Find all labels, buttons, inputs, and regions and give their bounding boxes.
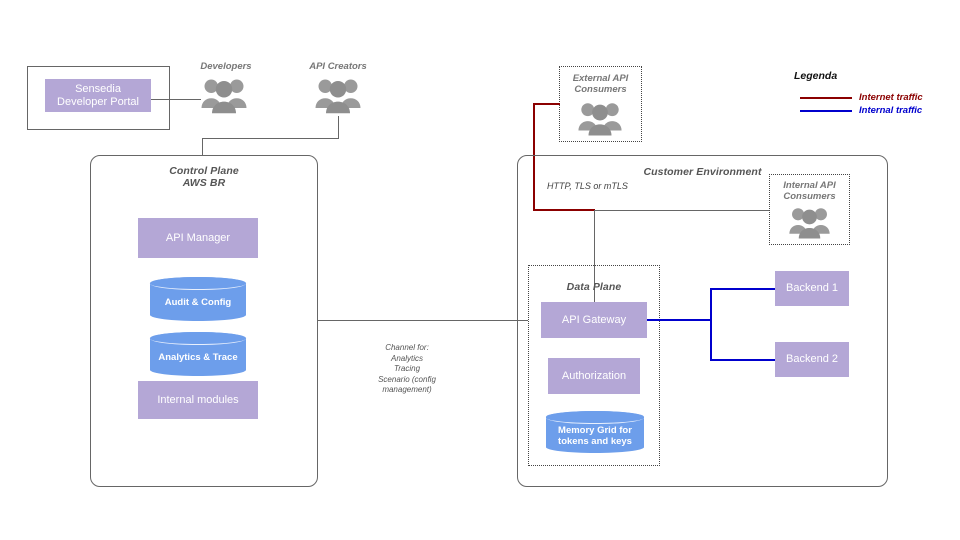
legend-label-internal-traffic: Internal traffic [859,105,923,116]
connector-internet-traffic-vert [533,103,535,210]
node-backend-1[interactable]: Backend 1 [775,271,849,306]
connector-internal-consumers-horiz [594,210,770,211]
internal-api-consumers-title-line1: Internal API [783,180,836,191]
node-api-gateway-label: API Gateway [561,313,627,326]
external-api-consumers-title-line1: External API [572,73,629,84]
node-sensedia-developer-portal[interactable]: Sensedia Developer Portal [45,79,151,112]
people-group-icon-external-consumers [577,100,623,138]
control-plane-title-line1: Control Plane [169,165,239,177]
label-api-creators: API Creators [309,61,367,72]
channel-note-line1: Channel for: [385,343,429,352]
external-api-consumers-title: External API Consumers [559,73,642,95]
node-api-manager-label: API Manager [165,231,231,244]
node-analytics-and-trace[interactable]: Analytics & Trace [150,332,246,376]
portal-container-box [27,66,170,130]
node-memory-grid-label: Memory Grid for tokens and keys [558,418,632,447]
legend-label-internet-traffic: Internet traffic [859,92,923,103]
protocol-label: HTTP, TLS or mTLS [547,181,628,191]
channel-note-line3: Tracing [393,364,421,373]
connector-creators-horiz [202,138,339,139]
connector-gateway-to-backend-trunk [647,319,711,321]
connector-internet-traffic-bottom [533,209,595,211]
node-memory-grid-label-line1: Memory Grid for [558,424,632,436]
control-plane-box [90,155,318,487]
connector-creators-vert [338,116,339,138]
label-developers: Developers [200,61,252,72]
node-authorization-label: Authorization [561,369,627,382]
channel-note-line2: Analytics [390,353,423,363]
internal-api-consumers-title: Internal API Consumers [769,180,850,202]
node-api-gateway[interactable]: API Gateway [541,302,647,338]
portal-label-line1: Sensedia [75,82,121,95]
connector-creators-to-control-plane [202,138,203,156]
internal-api-consumers-box [769,174,850,245]
legend-title: Legenda [794,70,838,82]
legend-item-internal-traffic: Internal traffic [800,105,922,116]
control-plane-title: Control Plane AWS BR [90,165,318,189]
node-api-manager[interactable]: API Manager [138,218,258,258]
node-memory-grid-label-line2: tokens and keys [558,435,632,447]
external-api-consumers-title-line2: Consumers [574,84,627,95]
data-plane-title: Data Plane [566,281,622,293]
people-group-icon-internal-consumers [788,205,831,241]
node-internal-modules[interactable]: Internal modules [138,381,258,419]
connector-internet-traffic-top [533,103,560,105]
node-backend-2-label: Backend 2 [786,353,838,365]
channel-note: Channel for: Analytics Tracing Scenario … [352,343,462,396]
customer-environment-title: Customer Environment [643,166,762,178]
connector-to-backend-1 [710,288,776,290]
node-backend-2[interactable]: Backend 2 [775,342,849,377]
people-group-icon-developers [200,76,248,116]
node-backend-1-label: Backend 1 [786,282,838,294]
data-plane-box [528,265,660,466]
customer-environment-box [517,155,888,487]
node-audit-and-config[interactable]: Audit & Config [150,277,246,321]
node-audit-and-config-label: Audit & Config [164,297,232,308]
channel-note-line5: management) [382,385,432,394]
people-group-icon-api-creators [314,76,362,116]
connector-portal-to-developers [151,99,201,100]
connector-junction-to-api-gateway [594,210,595,305]
node-internal-modules-label: Internal modules [157,393,239,406]
legend-swatch-internet-traffic [800,96,852,99]
control-plane-title-line2: AWS BR [182,177,226,189]
node-authorization[interactable]: Authorization [548,358,640,394]
connector-control-plane-to-customer-env [318,320,528,321]
legend-swatch-internal-traffic [800,109,852,112]
internal-api-consumers-title-line2: Consumers [783,191,836,202]
channel-note-line4: Scenario (config [378,374,436,384]
connector-to-backend-2 [710,359,776,361]
node-memory-grid[interactable]: Memory Grid for tokens and keys [546,411,644,453]
legend-item-internet-traffic: Internet traffic [800,92,923,103]
connector-backend-split-vert [710,288,712,360]
portal-label-line2: Developer Portal [57,95,139,108]
node-analytics-and-trace-label: Analytics & Trace [158,352,238,363]
